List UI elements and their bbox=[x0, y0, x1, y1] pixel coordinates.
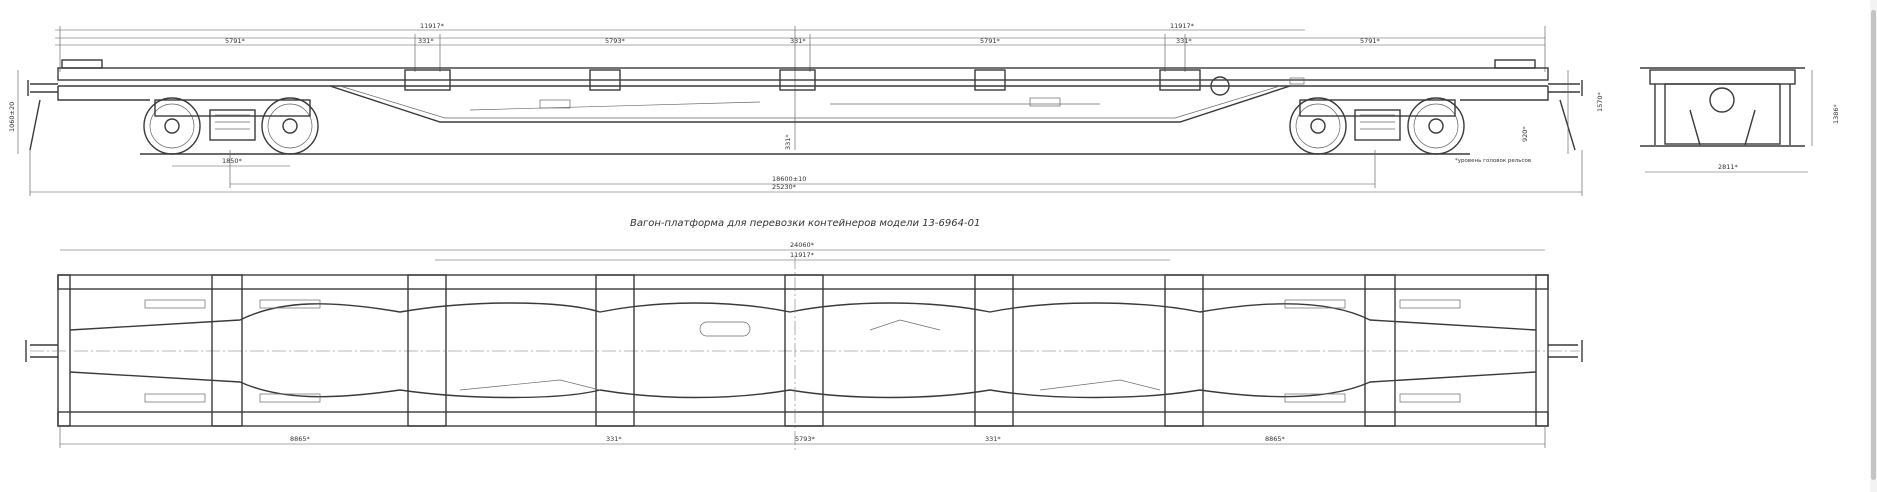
side-overall-length: 25230* bbox=[772, 183, 797, 191]
drawing-caption: Вагон-платформа для перевозки контейнеро… bbox=[630, 218, 980, 229]
right-bogie bbox=[1289, 97, 1465, 155]
rail-level-note: *уровень головок рельсов bbox=[1455, 158, 1531, 164]
side-section-dim-1: 5791* bbox=[225, 37, 246, 45]
side-section-dim-5: 5791* bbox=[980, 37, 1001, 45]
plan-bottom-dim-1: 8865* bbox=[290, 435, 311, 443]
scrollbar-thumb[interactable] bbox=[1871, 10, 1876, 480]
side-section-dim-6: 331* bbox=[1176, 37, 1192, 45]
plan-top-dim-overall: 24060* bbox=[790, 241, 815, 249]
end-view-height: 1386* bbox=[1832, 103, 1840, 124]
side-section-dim-2: 331* bbox=[418, 37, 434, 45]
plan-top-dim-inner: 11917* bbox=[790, 251, 815, 259]
plan-view: 24060* 11917* bbox=[25, 241, 1583, 452]
plan-bottom-dim-4: 331* bbox=[985, 435, 1001, 443]
side-center-height: 331* bbox=[784, 134, 792, 150]
plan-bottom-dim-2: 331* bbox=[606, 435, 622, 443]
left-bogie bbox=[143, 97, 319, 155]
side-left-height: 1060±20 bbox=[8, 102, 16, 132]
vertical-scrollbar[interactable] bbox=[1870, 0, 1877, 492]
side-bogie-centers: 18600±10 bbox=[772, 175, 806, 183]
side-section-dim-4: 331* bbox=[790, 37, 806, 45]
end-view-width: 2811* bbox=[1718, 163, 1739, 171]
side-top-dim-left: 11917* bbox=[420, 22, 445, 30]
side-right-height-b: 1570* bbox=[1596, 91, 1604, 112]
side-wheelbase: 1850* bbox=[222, 157, 243, 165]
side-right-height-a: 920* bbox=[1521, 126, 1529, 142]
side-top-dim-right: 11917* bbox=[1170, 22, 1195, 30]
plan-bottom-dim-5: 8865* bbox=[1265, 435, 1286, 443]
plan-bottom-dim-3: 5793* bbox=[795, 435, 816, 443]
side-section-dim-7: 5791* bbox=[1360, 37, 1381, 45]
side-section-dim-3: 5793* bbox=[605, 37, 626, 45]
end-view: 1386* 2811* bbox=[1640, 67, 1840, 173]
side-view: 11917* 11917* 5791* 331* 5793* 331* 5791… bbox=[8, 22, 1604, 196]
